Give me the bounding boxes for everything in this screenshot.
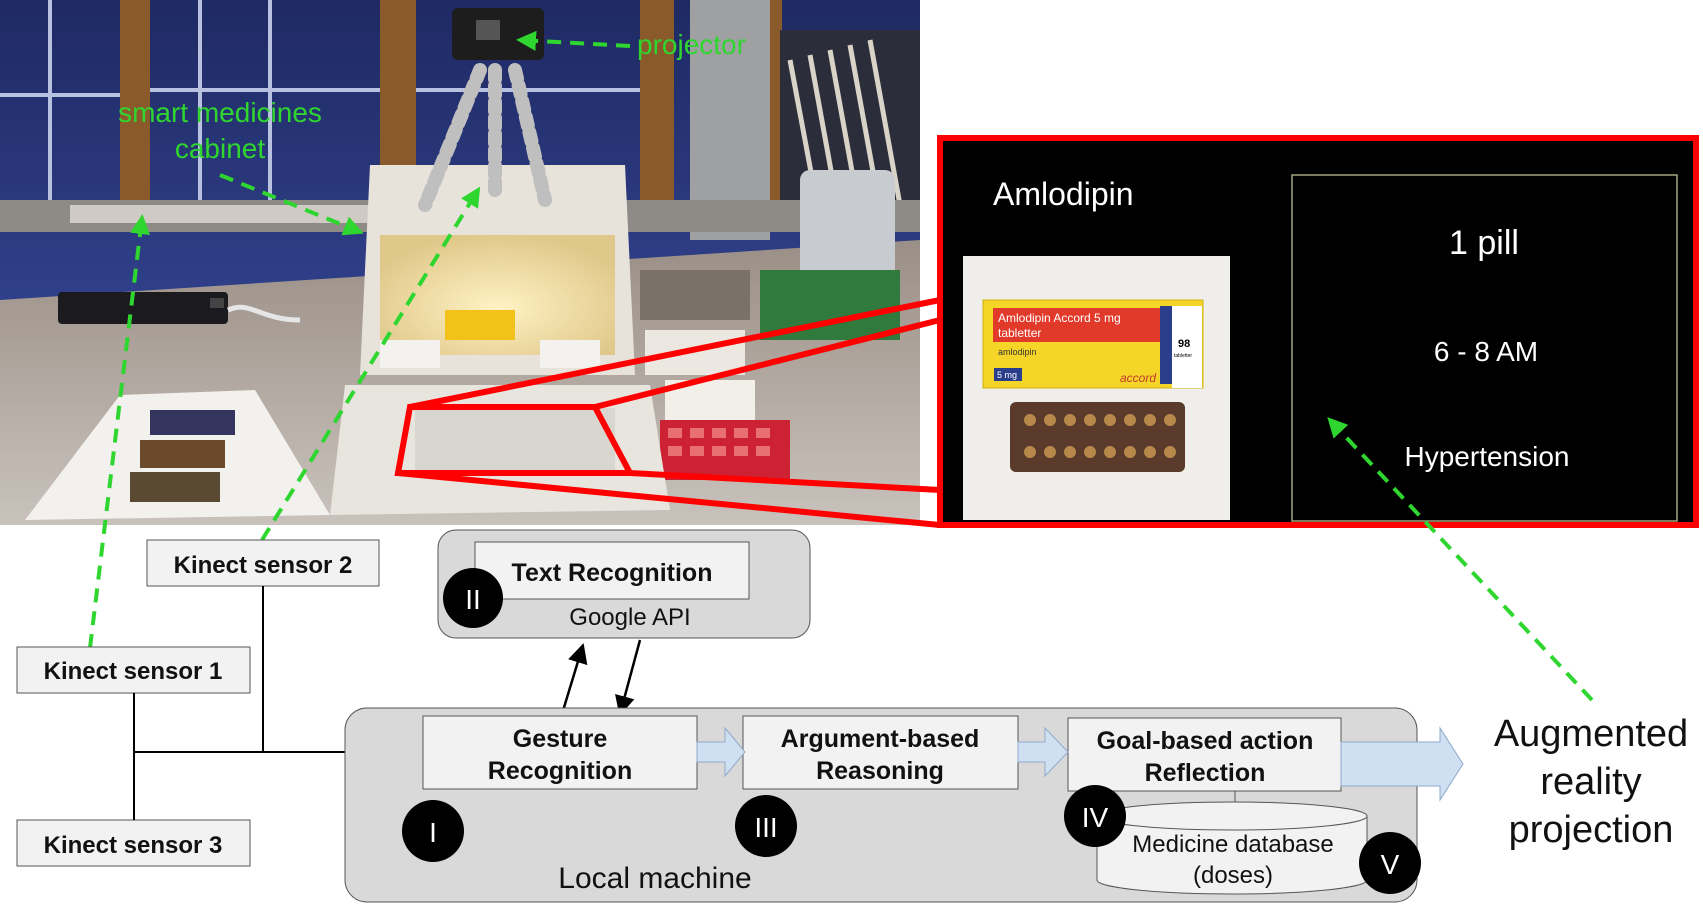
projection-zoom-highlight — [394, 297, 941, 528]
gesture-line2: Recognition — [488, 757, 632, 785]
flow-arrow-1 — [696, 726, 746, 778]
medicine-database: Medicine database (doses) — [1096, 801, 1368, 895]
gesture-recognition-box — [422, 715, 698, 790]
projection-panel: Amlodipin Amlodipin Accord 5 mg tablette… — [937, 135, 1699, 528]
argument-line1: Argument-based — [781, 725, 980, 753]
package-strength: 5 mg — [997, 370, 1017, 380]
goal-line1: Goal-based action — [1097, 727, 1314, 755]
package-count-unit: tabletter — [1174, 353, 1192, 359]
badge-v-label: V — [1381, 849, 1400, 880]
goal-reflection-box — [1067, 717, 1342, 792]
badge-iii-label: III — [754, 812, 777, 843]
local-machine-label: Local machine — [558, 862, 751, 895]
green-annotations: projector smart medicines cabinet — [88, 29, 1594, 702]
local-machine-group: Local machine Gesture Recognition Argume… — [344, 707, 1421, 903]
output-label: Augmented reality projection — [1494, 713, 1688, 851]
badge-i-label: I — [429, 817, 437, 848]
package-brand: Amlodipin Accord 5 mg — [998, 311, 1121, 325]
kinect-sensor-3-label: Kinect sensor 3 — [44, 832, 223, 859]
output-flow-arrow — [1340, 726, 1464, 802]
kinect-sensor-3-box: Kinect sensor 3 — [16, 819, 251, 867]
dose-text: 1 pill — [1449, 224, 1519, 262]
api-arrows — [560, 639, 642, 716]
time-text: 6 - 8 AM — [1434, 336, 1538, 367]
cabinet-label-line2: cabinet — [175, 133, 266, 164]
setup-photo — [0, 0, 920, 525]
drug-name: Amlodipin — [993, 176, 1134, 212]
cabinet-label-line1: smart medicines — [118, 97, 322, 128]
package-generic: amlodipin — [998, 347, 1037, 357]
argument-reasoning-box — [742, 715, 1019, 790]
output-line1: Augmented — [1494, 713, 1688, 755]
flow-arrow-2 — [1017, 726, 1069, 778]
badge-ii-label: II — [465, 584, 481, 615]
gesture-line1: Gesture — [513, 725, 608, 753]
badge-iv-label: IV — [1082, 802, 1109, 833]
google-api-group: Text Recognition Google API II — [437, 529, 811, 639]
kinect-sensor-2-label: Kinect sensor 2 — [174, 552, 353, 579]
package-count: 98 — [1178, 338, 1190, 350]
badge-ii — [443, 568, 503, 628]
google-api-label: Google API — [569, 604, 690, 631]
badge-iii — [735, 795, 797, 857]
output-line2: reality — [1540, 761, 1641, 803]
package-form: tabletter — [998, 326, 1041, 340]
argument-line2: Reasoning — [816, 757, 944, 785]
badge-iv — [1064, 785, 1126, 847]
condition-text: Hypertension — [1405, 441, 1570, 472]
kinect-sensor-2-box: Kinect sensor 2 — [146, 539, 380, 587]
database-line2: (doses) — [1193, 862, 1273, 889]
database-line1: Medicine database — [1132, 831, 1333, 858]
kinect-sensor-1-label: Kinect sensor 1 — [44, 658, 223, 685]
goal-line2: Reflection — [1145, 759, 1266, 787]
badge-v — [1359, 832, 1421, 894]
package-maker: accord — [1120, 371, 1156, 385]
text-recognition-label: Text Recognition — [512, 559, 713, 587]
kinect-sensor-1-box: Kinect sensor 1 — [16, 646, 251, 694]
output-line3: projection — [1509, 809, 1674, 851]
projector-label: projector — [637, 29, 746, 60]
badge-i — [402, 800, 464, 862]
